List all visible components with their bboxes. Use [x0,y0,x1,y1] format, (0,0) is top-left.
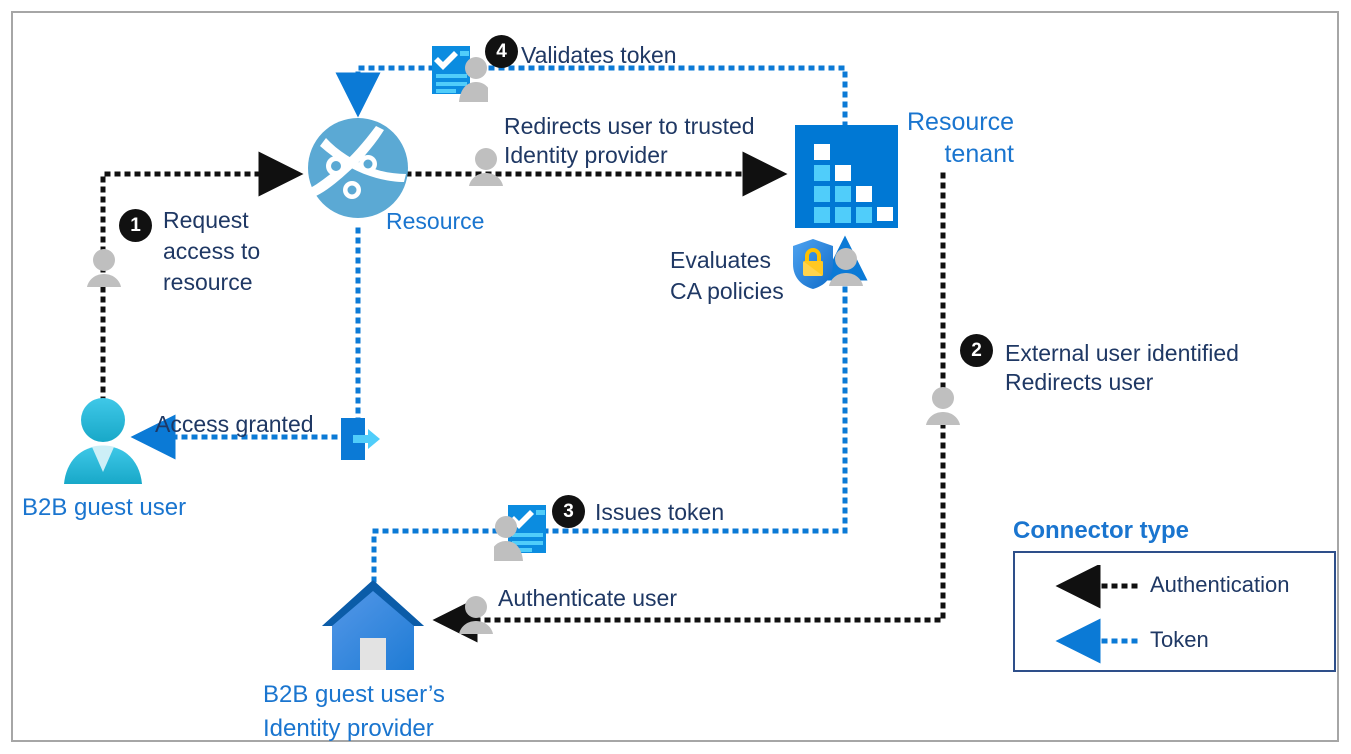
step-label-2-line1: External user identified [1005,340,1239,366]
home-icon [318,578,428,672]
person-icon-redirect [468,148,504,186]
person-icon-ca-policies [828,248,864,286]
token-document-icon-4 [430,44,488,102]
person-icon-step-1 [86,249,122,287]
step-badge-3: 3 [552,495,585,528]
sign-in-icon [341,418,381,460]
legend-title: Connector type [1013,517,1190,544]
shield-lock-icon [791,238,835,290]
step-badge-1: 1 [119,209,152,242]
step-label-1-line3: resource [163,269,253,295]
node-label-tenant-line2: tenant [944,140,1014,168]
edge-label-redirect-line1: Redirects user to trusted [504,113,755,139]
node-label-guest: B2B guest user [22,494,187,521]
step-label-3: Issues token [595,499,725,525]
node-label-idp-line1: B2B guest user’s [263,681,445,708]
node-label-idp-line2: Identity provider [263,715,434,742]
node-label-resource: Resource [386,208,485,234]
edge-label-evaluates-line1: Evaluates [670,247,772,273]
legend-item-label-token: Token [1150,627,1209,652]
step-label-1-line1: Request [163,207,249,233]
guest-user-icon [62,398,144,486]
node-label-tenant-line1: Resource [907,108,1014,136]
step-label-4: Validates token [521,42,677,68]
legend-item-label-authentication: Authentication [1150,572,1290,597]
step-label-1-line2: access to [163,238,261,264]
tenant-grid-icon [795,125,898,228]
step-label-2-line2: Redirects user [1005,369,1154,395]
token-document-icon-3 [494,503,552,561]
diagram-frame [11,11,1339,742]
edge-label-redirect-line2: Identity provider [504,142,668,168]
edge-label-evaluates-line2: CA policies [670,278,784,304]
person-icon-step-2 [925,387,961,425]
person-icon-authenticate [458,596,494,634]
legend-arrow-icons [1055,565,1138,664]
step-badge-4: 4 [485,35,518,68]
edge-label-access-granted: Access granted [155,411,314,437]
globe-icon [306,116,410,220]
edge-label-authenticate-user: Authenticate user [498,585,678,611]
step-badge-2: 2 [960,334,993,367]
